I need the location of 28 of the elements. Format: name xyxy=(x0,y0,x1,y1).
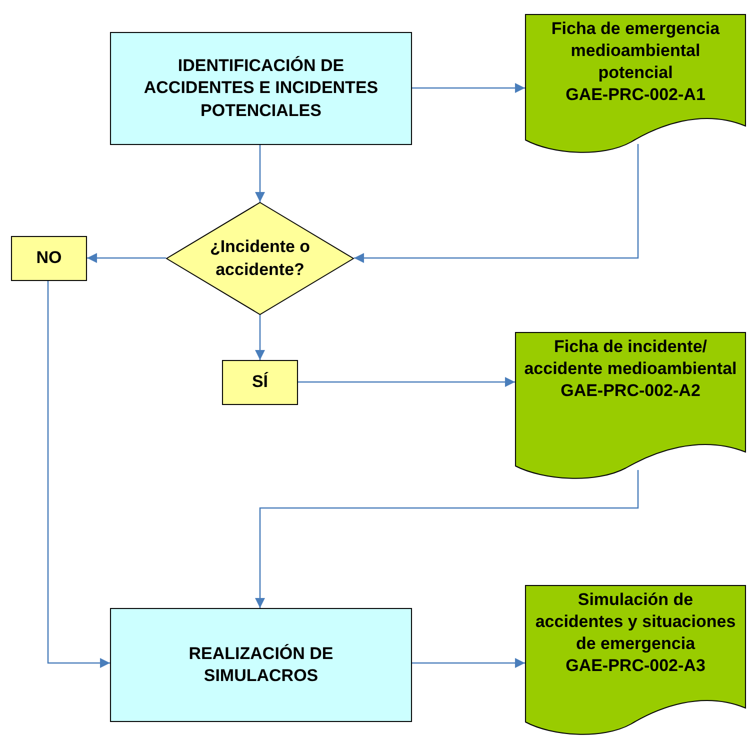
arrow xyxy=(412,658,525,668)
answer-box xyxy=(222,360,298,405)
node-label: GAE-PRC-002-A1 xyxy=(564,84,706,106)
arrow xyxy=(354,144,639,263)
node-label: ¿Incidente o accidente? xyxy=(208,236,312,280)
arrow xyxy=(412,83,525,93)
process-box xyxy=(110,32,412,145)
arrow xyxy=(255,145,265,202)
node-label: Simulación de accidentes y situaciones de emergencia xyxy=(534,589,737,656)
decision-diamond xyxy=(166,202,354,315)
process-box xyxy=(110,608,412,722)
node-label: Ficha de emergencia medioambiental potencial xyxy=(550,18,721,84)
node-label: REALIZACIÓN DE SIMULACROS xyxy=(188,642,334,687)
answer-box xyxy=(11,236,87,281)
node-label: IDENTIFICACIÓN DE ACCIDENTES E INCIDENTES POTENCIALES xyxy=(142,55,380,122)
node-label: NO xyxy=(36,247,62,270)
node-label: GAE-PRC-002-A3 xyxy=(564,655,706,678)
arrow xyxy=(255,470,639,608)
arrow xyxy=(87,253,166,263)
document-shape xyxy=(525,14,746,156)
document-shape xyxy=(525,585,746,738)
arrow xyxy=(255,315,265,360)
arrow xyxy=(47,281,110,668)
node-label: Ficha de incidente/ accidente medioambiental xyxy=(523,336,738,380)
arrow xyxy=(298,377,515,387)
node-label: GAE-PRC-002-A2 xyxy=(560,380,702,402)
document-shape xyxy=(515,332,746,482)
node-label: SÍ xyxy=(252,371,268,394)
